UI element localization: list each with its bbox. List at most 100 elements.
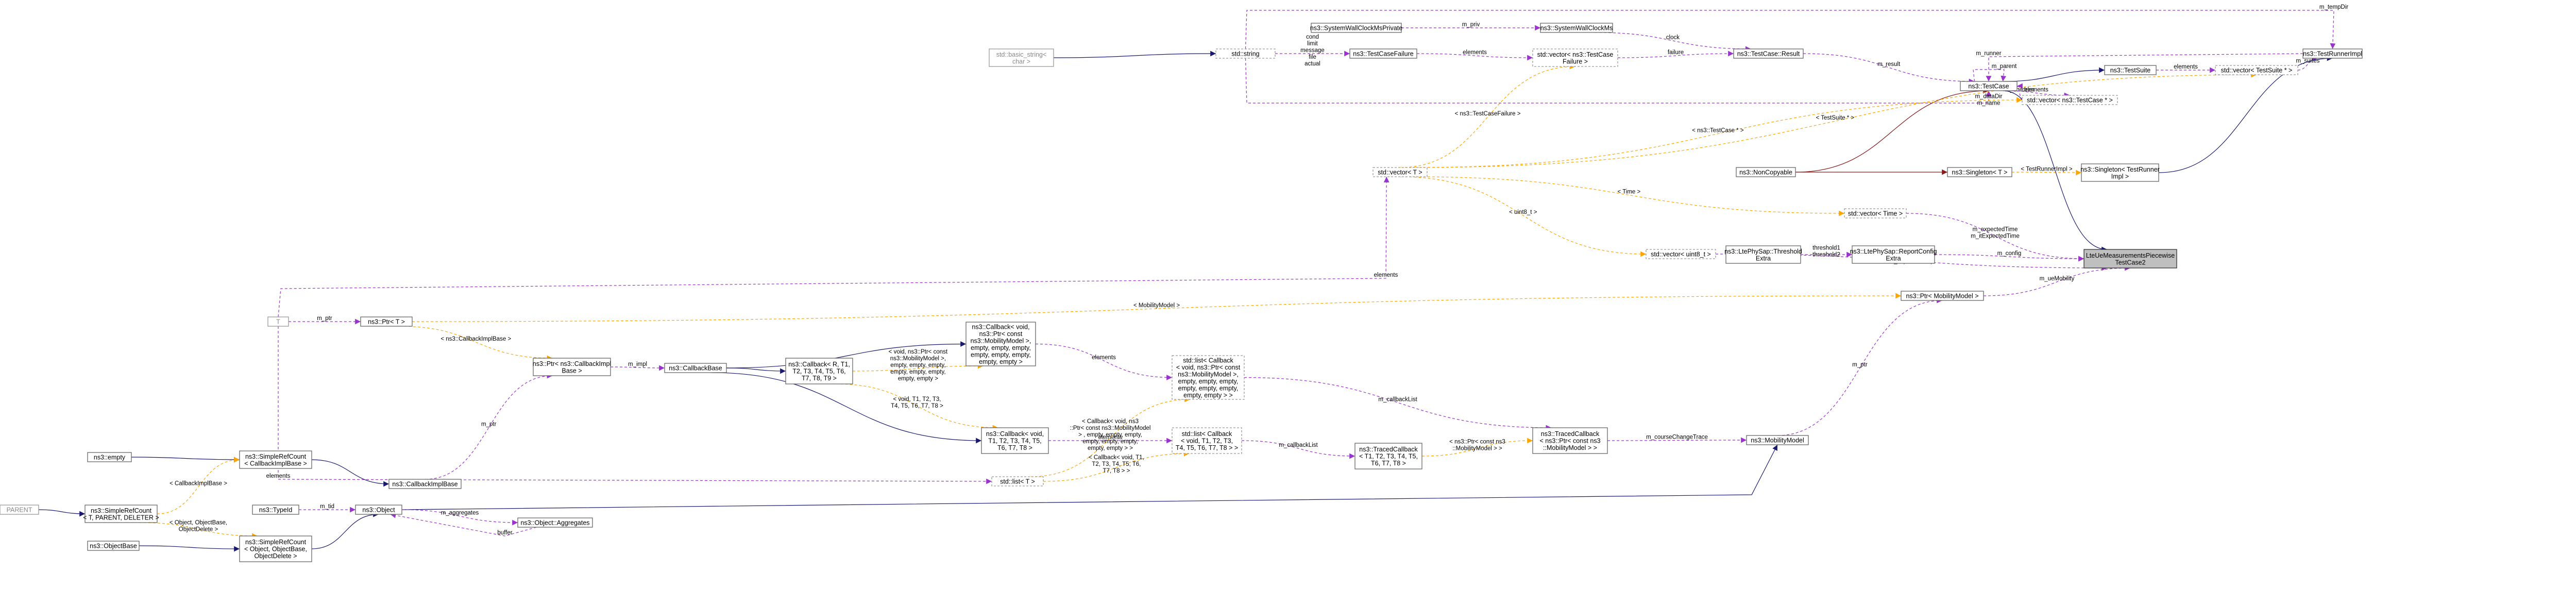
class-node-vtime[interactable]: std::vector< Time > — [1844, 208, 1907, 219]
edge-label: m_ptr — [317, 315, 332, 322]
class-node-sgT[interactable]: ns3::Singleton< T > — [1947, 167, 2012, 177]
class-node-vtsp[interactable]: std::vector< TestSuite * > — [2215, 65, 2298, 75]
edge-label-line: threshold2 — [1812, 252, 1840, 258]
class-name-line: ns3::TypeId — [259, 507, 293, 514]
edge-cb-to-cbv — [726, 341, 967, 368]
class-name: ns3::Singleton< T > — [1952, 169, 2008, 176]
class-box — [0, 505, 39, 515]
class-node-tc[interactable]: ns3::TestCase — [1960, 81, 2018, 91]
class-node-mm[interactable]: ns3::MobilityModel — [1746, 435, 1809, 445]
class-name-line: ns3::Ptr< T > — [368, 318, 405, 326]
class-name-line: Base > — [562, 367, 582, 374]
edge-ptrT-to-ptrmm: < MobilityModel > — [412, 293, 1902, 322]
edge-lT-to-lcb2: < Callback< void, T1,T2, T3, T4, T5, T6,… — [1043, 450, 1190, 482]
class-node-srcg[interactable]: ns3::SimpleRefCount< T, PARENT, DELETER … — [83, 505, 159, 523]
edge-label: < ns3::CallbackImplBase > — [440, 336, 511, 342]
class-node-vT[interactable]: std::vector< T > — [1372, 167, 1428, 177]
edge-rce-to-ls: m_config — [1934, 250, 2084, 262]
class-name: ns3::MobilityModel — [1751, 437, 1804, 444]
edge-label-line: < Callback< void, ns3 — [1082, 418, 1139, 425]
edge-label-line: m_impl — [628, 361, 647, 367]
edge-label-line: < ns3::CallbackImplBase > — [440, 336, 511, 342]
class-name-line: std::vector< Time > — [1848, 210, 1903, 217]
class-node-ts[interactable]: ns3::TestSuite — [2104, 65, 2157, 75]
class-node-ob[interactable]: ns3::ObjectBase — [87, 541, 140, 551]
edge-line — [1035, 343, 1173, 380]
class-node-obj[interactable]: ns3::Object — [355, 505, 402, 515]
class-node-lT[interactable]: std::list< T > — [991, 476, 1044, 486]
class-node-srcib[interactable]: ns3::SimpleRefCount< CallbackImplBase > — [239, 450, 312, 469]
edge-label: elements — [2024, 87, 2048, 93]
edge-label: elements — [2174, 64, 2198, 70]
edge-cbv2-to-lcb2: elements — [1048, 434, 1172, 444]
class-node-agg[interactable]: ns3::Object::Aggregates — [517, 517, 593, 528]
edge-label: m_tid — [320, 504, 334, 510]
class-node-tid[interactable]: ns3::TypeId — [252, 505, 299, 515]
edge-line — [1400, 176, 1647, 257]
class-node-str[interactable]: std::string — [1215, 48, 1276, 59]
class-name: ns3::TestCaseFailure — [1353, 51, 1413, 58]
edge-label: < Callback< void, ns3::Ptr< const ns3::M… — [1070, 418, 1151, 451]
edge-tri-to-tc: m_runner — [1976, 51, 2303, 81]
class-name-line: ns3::Ptr< MobilityModel > — [1906, 293, 1978, 300]
class-node-ptrmm[interactable]: ns3::Ptr< MobilityModel > — [1901, 291, 1984, 301]
edge-label-line: m_runner — [1976, 51, 2001, 57]
edge-label-line: actual — [1304, 61, 1320, 67]
class-node-tcbm[interactable]: ns3::TracedCallback< ns3::Ptr< const ns3… — [1532, 427, 1608, 454]
class-node-srco[interactable]: ns3::SimpleRefCount< Object, ObjectBase,… — [239, 535, 312, 562]
edge-label: failure — [1668, 49, 1684, 56]
class-name: std::list< Callback< void, ns3::Ptr< con… — [1176, 357, 1241, 399]
edge-tcf-to-vtcf: elements — [1416, 49, 1533, 61]
class-box — [1311, 23, 1402, 33]
class-node-ptrT[interactable]: ns3::Ptr< T > — [360, 316, 413, 327]
edge-par-to-srcg — [38, 509, 86, 517]
edge-tc-to-ts — [2003, 67, 2105, 82]
edge-cbr-to-cbv2: < void, T1, T2, T3,T4, T5, T6, T7, T8 > — [836, 383, 998, 431]
class-name: T — [276, 318, 280, 326]
class-node-tcbg[interactable]: ns3::TracedCallback< T1, T2, T3, T4, T5,… — [1354, 443, 1422, 469]
class-node-swcm[interactable]: ns3::SystemWallClockMs — [1540, 23, 1613, 33]
class-node-tcf[interactable]: ns3::TestCaseFailure — [1349, 48, 1417, 59]
class-node-tcr[interactable]: ns3::TestCase::Result — [1733, 48, 1804, 59]
edge-label-line: < ns3::TestCase * > — [1692, 128, 1744, 134]
class-node-cib[interactable]: ns3::CallbackImplBase — [388, 479, 462, 489]
class-node-emp[interactable]: ns3::empty — [87, 452, 132, 462]
class-box — [84, 505, 158, 523]
class-name-line: ns3::empty — [94, 454, 126, 461]
class-name-line: ns3::TestCase — [1968, 83, 2009, 90]
class-box — [989, 48, 1054, 67]
class-node-lcb[interactable]: std::list< Callback< void, ns3::Ptr< con… — [1172, 355, 1245, 400]
edge-cib-to-ptrcib: m_ptr — [425, 373, 553, 480]
edge-label-line: m_suites — [2296, 58, 2319, 64]
class-node-vu8[interactable]: std::vector< uint8_t > — [1646, 249, 1716, 259]
class-node-lcb2[interactable]: std::list< Callback< void, T1, T2, T3,T4… — [1172, 427, 1242, 454]
class-name: std::vector< uint8_t > — [1651, 251, 1711, 258]
class-node-vtcp[interactable]: std::vector< ns3::TestCase * > — [2022, 95, 2118, 105]
edge-label-line: empty, empty > > — [1088, 445, 1133, 451]
class-node-swcmp[interactable]: ns3::SystemWallClockMsPrivate — [1310, 23, 1402, 33]
class-node-nc[interactable]: ns3::NonCopyable — [1736, 167, 1796, 177]
edge-srcg-to-srcib: < CallbackImplBase > — [157, 457, 240, 514]
edge-label-line: elements — [1463, 49, 1487, 56]
edge-label: < Time > — [1618, 189, 1641, 195]
edge-srcib-to-cib — [311, 459, 389, 487]
class-node-tri[interactable]: ns3::TestRunnerImpl — [2302, 48, 2363, 59]
class-node-cbr[interactable]: ns3::Callback< R, T1,T2, T3, T4, T5, T6,… — [785, 358, 853, 384]
edge-label: m_ptr — [481, 422, 497, 428]
class-box — [1725, 245, 1801, 264]
edge-line — [1973, 69, 2007, 82]
class-node-cbv2[interactable]: ns3::Callback< void,T1, T2, T3, T4, T5,T… — [981, 427, 1049, 454]
class-name-line: Extra — [1756, 255, 1771, 262]
edge-srco-to-obj — [311, 511, 379, 549]
class-name-line: ns3::Ptr< ns3::CallbackImpl — [533, 360, 612, 367]
class-node-cb[interactable]: ns3::CallbackBase — [664, 363, 727, 373]
class-name: ns3::TracedCallback< ns3::Ptr< const ns3… — [1539, 430, 1600, 451]
